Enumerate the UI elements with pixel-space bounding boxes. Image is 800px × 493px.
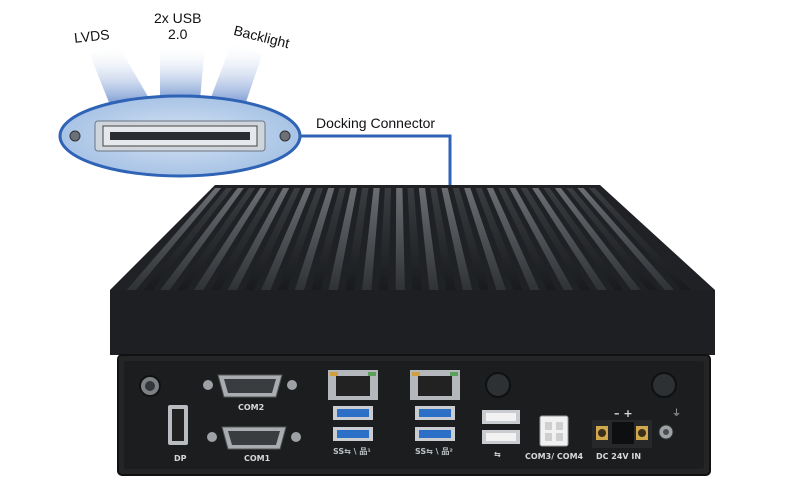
dp-label: DP bbox=[174, 454, 187, 463]
heatsink-fin bbox=[343, 188, 369, 300]
heatsink-fin bbox=[475, 188, 527, 300]
heatsink-fin bbox=[430, 188, 458, 300]
lan2-usb-label: SS⇆ \ 品² bbox=[415, 447, 453, 456]
usb2-icon: ⇆ bbox=[494, 450, 501, 459]
heatsink-fin bbox=[291, 188, 335, 300]
heatsink-fin bbox=[239, 188, 301, 300]
heatsink-fin bbox=[152, 188, 244, 300]
heatsink-fin bbox=[308, 188, 346, 300]
heatsink-fin bbox=[360, 188, 380, 300]
com2-label: COM2 bbox=[238, 403, 265, 412]
heatsink-fin bbox=[509, 188, 579, 300]
docking-connector-label: Docking Connector bbox=[316, 115, 436, 131]
heatsink-fin bbox=[135, 188, 233, 300]
heatsink-fin bbox=[452, 188, 492, 300]
heatsink-fin bbox=[407, 188, 423, 300]
docking-connector-callout bbox=[58, 94, 452, 185]
heatsink-fin bbox=[187, 188, 267, 300]
heatsink-fin bbox=[222, 188, 290, 300]
heatsink-fin bbox=[170, 188, 256, 300]
heatsink-fin bbox=[577, 188, 683, 300]
heatsink-fin bbox=[441, 188, 475, 300]
heatsink-fin bbox=[418, 188, 440, 300]
heatsink-fin bbox=[588, 188, 701, 300]
com34-label: COM3/ COM4 bbox=[525, 452, 584, 461]
signal-beams bbox=[90, 42, 262, 105]
heatsink-fin bbox=[566, 188, 666, 300]
heatsink-fin bbox=[326, 188, 358, 300]
lan1-usb-label: SS⇆ \ 品¹ bbox=[333, 447, 371, 456]
heatsink-fin bbox=[395, 188, 406, 300]
dc-in-label: DC 24V IN bbox=[596, 452, 642, 461]
com1-label: COM1 bbox=[244, 454, 271, 463]
heatsink-fin bbox=[498, 188, 562, 300]
heatsink-fin bbox=[204, 188, 278, 300]
heatsink-fin bbox=[520, 188, 597, 300]
heatsink-fin bbox=[532, 188, 614, 300]
heatsink-fin bbox=[274, 188, 324, 300]
heatsink-fin bbox=[378, 188, 392, 300]
heatsink-fin bbox=[464, 188, 510, 300]
heatsink-fin bbox=[554, 188, 649, 300]
heatsink-fin bbox=[543, 188, 631, 300]
heatsink-fin bbox=[256, 188, 312, 300]
svg-text:⏚: ⏚ bbox=[672, 408, 681, 418]
heatsink-fin bbox=[118, 188, 222, 300]
io-ports: ⏚ bbox=[139, 370, 681, 450]
polarity-label: – + bbox=[614, 407, 633, 420]
heatsink-fin bbox=[486, 188, 545, 300]
usb-label: 2x USB 2.0 bbox=[154, 10, 202, 42]
